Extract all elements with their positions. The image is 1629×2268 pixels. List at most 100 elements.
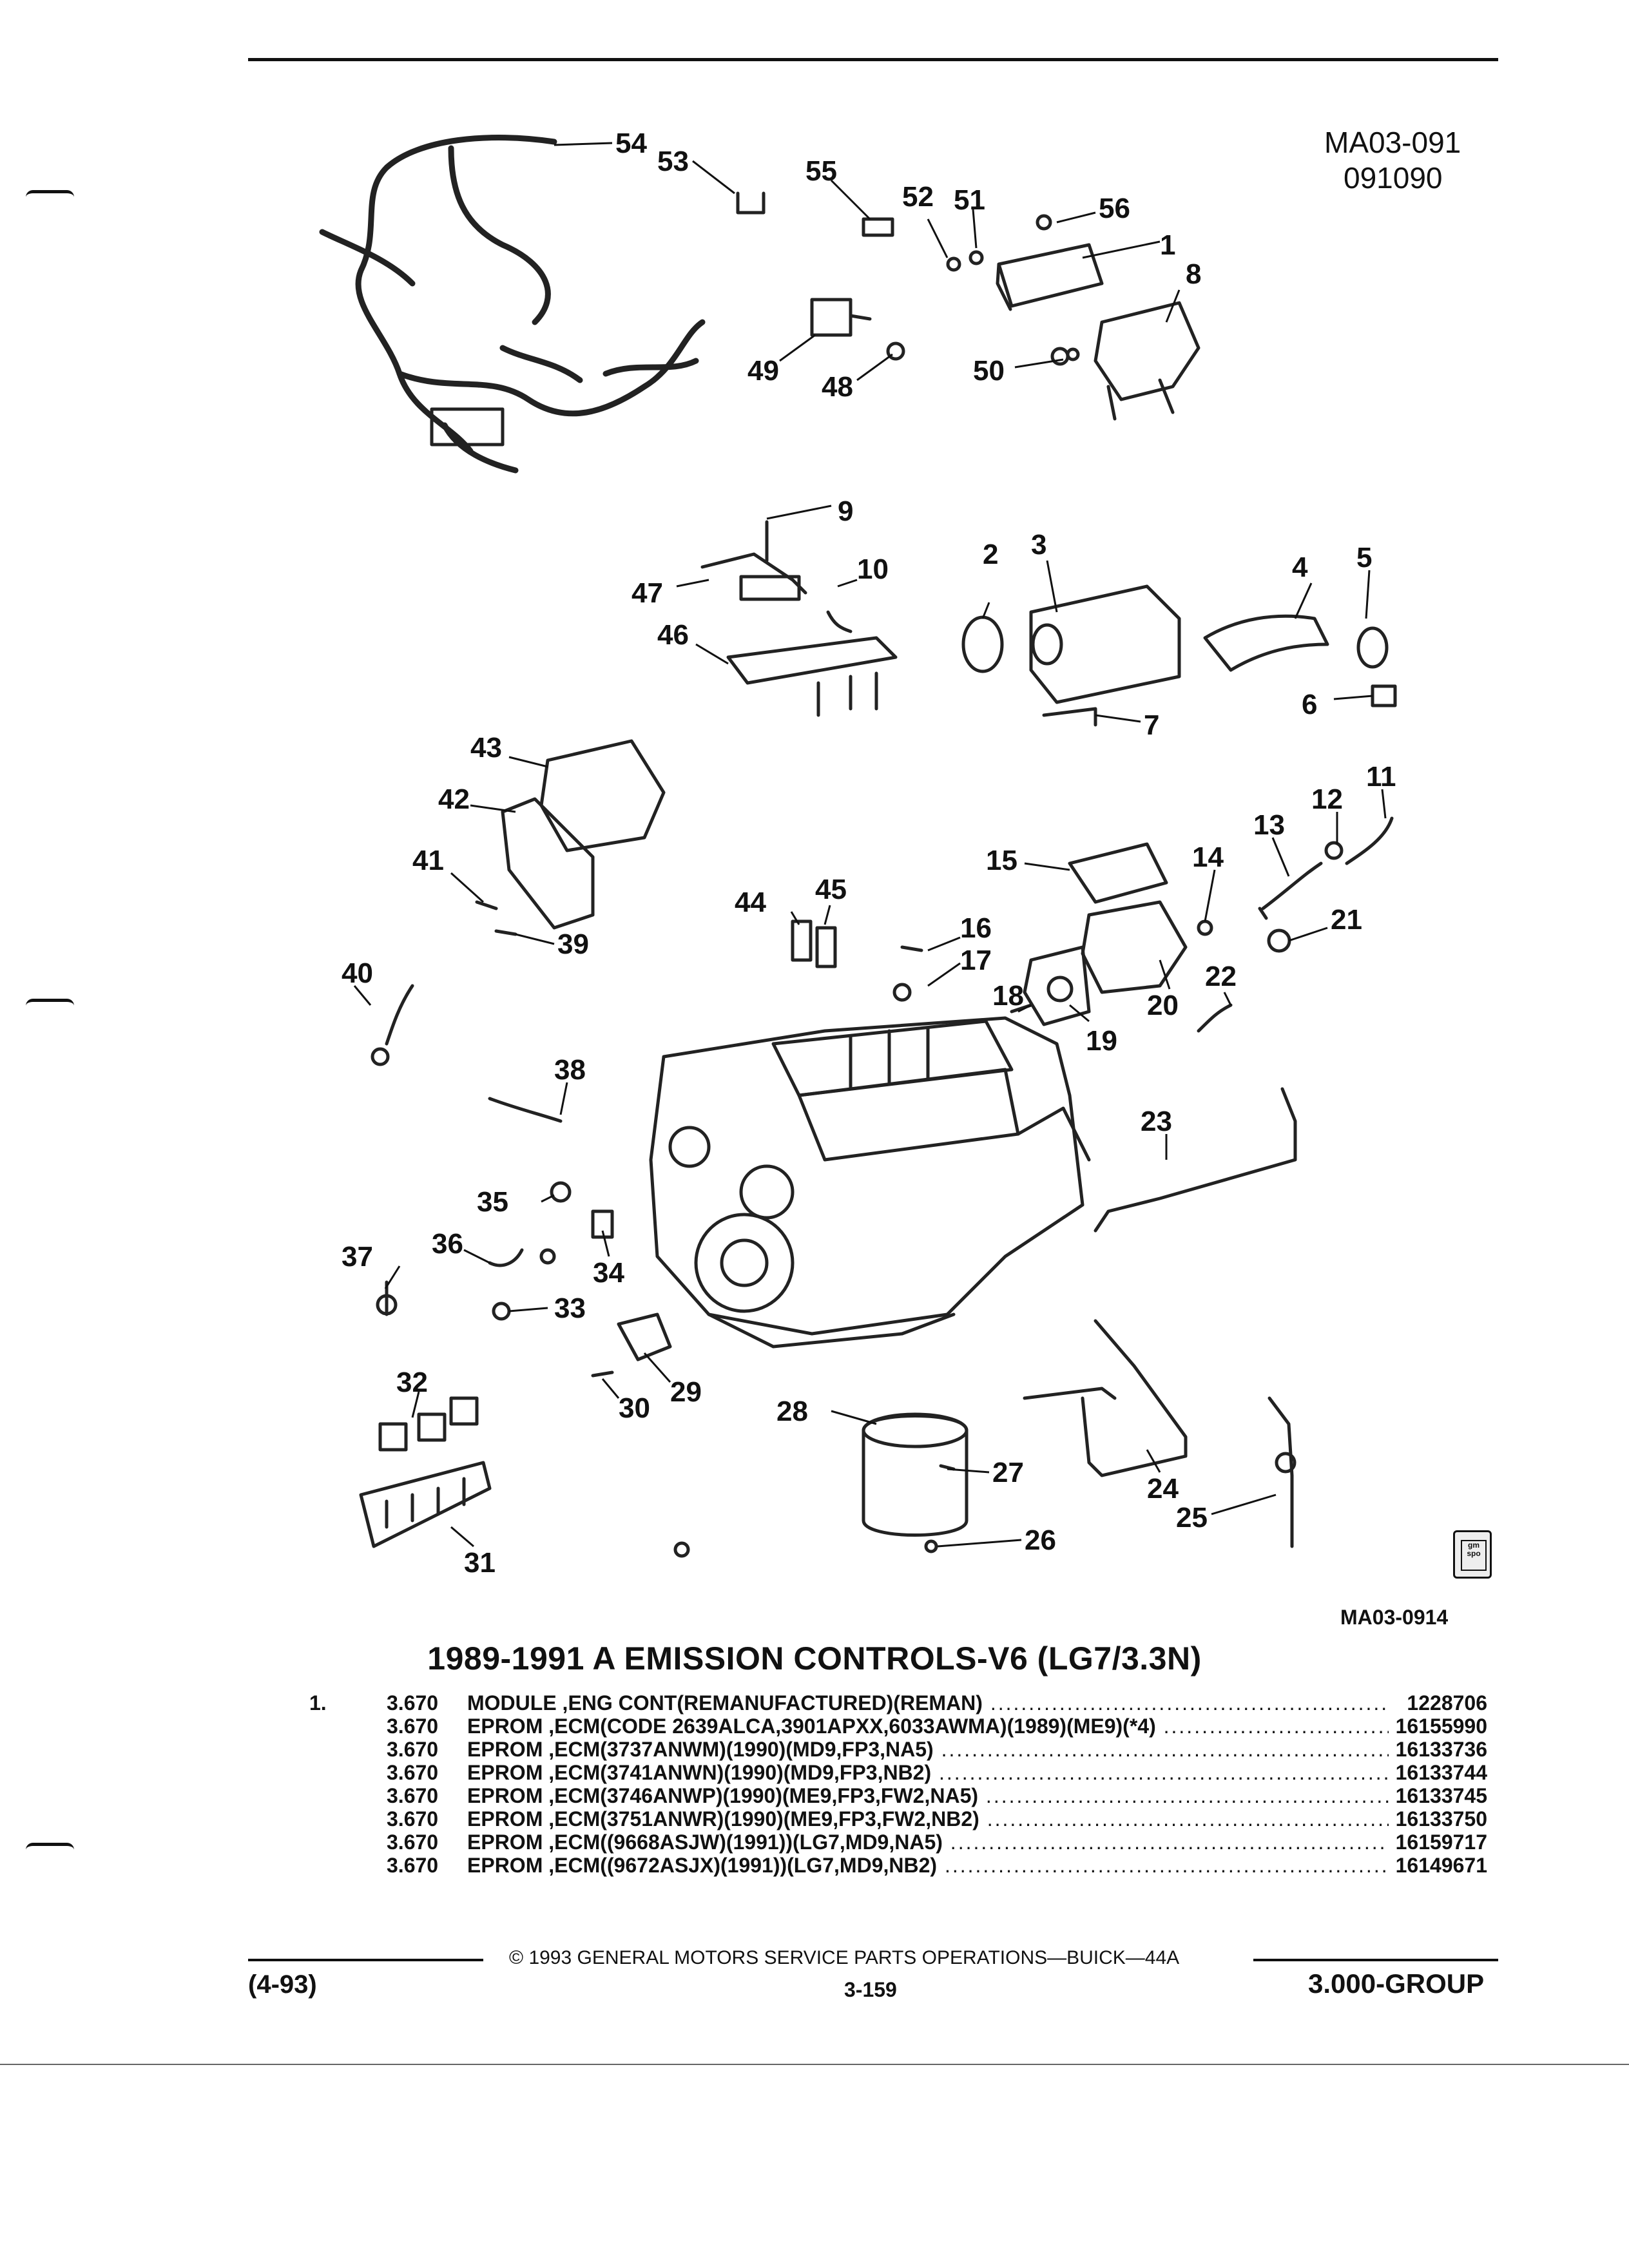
callout-23: 23: [1141, 1106, 1172, 1137]
part-description: EPROM ,ECM(3741ANWN)(1990)(MD9,FP3,NB2) …: [467, 1761, 1389, 1785]
part-number: 16155990: [1395, 1715, 1487, 1738]
gm-spo-logo-text: gm spo: [1461, 1540, 1487, 1571]
callout-6: 6: [1302, 689, 1317, 720]
callout-8: 8: [1186, 258, 1201, 290]
callout-18: 18: [992, 980, 1024, 1012]
page-title: 1989-1991 A EMISSION CONTROLS-V6 (LG7/3.…: [427, 1640, 1202, 1677]
parts-list-row: 3.670 EPROM ,ECM(CODE 2639ALCA,3901APXX,6…: [0, 1715, 1629, 1738]
part-name: EPROM: [467, 1761, 543, 1784]
callout-46: 46: [657, 619, 689, 651]
dot-leader: ........................................…: [950, 1831, 1389, 1854]
parts-list-row: 3.670 EPROM ,ECM(3741ANWN)(1990)(MD9,FP3,…: [0, 1761, 1629, 1784]
callout-33: 33: [554, 1293, 586, 1324]
item-number: 1.: [309, 1691, 327, 1715]
part-number: 16159717: [1395, 1831, 1487, 1854]
callout-15: 15: [986, 845, 1017, 876]
part-detail: ,ECM(3746ANWP)(1990)(ME9,FP3,FW2,NA5): [548, 1784, 979, 1807]
part-description: EPROM ,ECM((9668ASJW)(1991))(LG7,MD9,NA5…: [467, 1831, 1389, 1854]
callout-43: 43: [470, 732, 502, 764]
group-number: 3.670: [387, 1854, 439, 1877]
callout-41: 41: [412, 845, 444, 876]
callout-21: 21: [1331, 904, 1362, 936]
part-name: EPROM: [467, 1854, 543, 1877]
callout-24: 24: [1147, 1473, 1179, 1504]
callout-29: 29: [670, 1376, 702, 1408]
callout-51: 51: [954, 184, 985, 216]
group-number: 3.670: [387, 1738, 439, 1761]
footer-rule-left: [248, 1959, 483, 1961]
callout-3: 3: [1031, 529, 1046, 561]
binder-mark: [26, 1843, 74, 1850]
part-name: EPROM: [467, 1784, 543, 1807]
callout-13: 13: [1253, 809, 1285, 841]
header-rule: [248, 58, 1498, 61]
callout-45: 45: [815, 874, 847, 905]
callout-28: 28: [776, 1396, 808, 1427]
dot-leader: ........................................…: [990, 1691, 1389, 1715]
part-description: EPROM ,ECM(3737ANWM)(1990)(MD9,FP3,NA5) …: [467, 1738, 1389, 1762]
part-name: EPROM: [467, 1738, 543, 1761]
part-name: EPROM: [467, 1807, 543, 1831]
dot-leader: ........................................…: [939, 1761, 1389, 1784]
callout-52: 52: [902, 181, 934, 213]
callout-32: 32: [396, 1367, 428, 1398]
callout-16: 16: [960, 912, 992, 944]
callout-22: 22: [1205, 961, 1237, 992]
exploded-parts-diagram: 54 53 55 52 51 56 1 8 49 48 50 9 10 47 4…: [319, 128, 1397, 1579]
part-description: EPROM ,ECM((9672ASJX)(1991))(LG7,MD9,NB2…: [467, 1854, 1389, 1878]
wiring-harness-drawing: [319, 135, 706, 474]
parts-list-row: 3.670 EPROM ,ECM(3751ANWR)(1990)(ME9,FP3,…: [0, 1807, 1629, 1831]
footer-rule-right: [1253, 1959, 1498, 1961]
engine-drawing: [649, 1016, 1091, 1349]
callout-1: 1: [1160, 229, 1175, 261]
callout-4: 4: [1292, 552, 1308, 583]
part-detail: ,ECM(3751ANWR)(1990)(ME9,FP3,FW2,NB2): [548, 1807, 979, 1831]
callout-42: 42: [438, 783, 470, 815]
part-number: 16133745: [1395, 1784, 1487, 1807]
part-number: 16149671: [1395, 1854, 1487, 1877]
revision-date: (4-93): [248, 1970, 317, 1999]
part-number: 16133736: [1395, 1738, 1487, 1761]
parts-list-row: 3.670 EPROM ,ECM((9672ASJX)(1991))(LG7,MD…: [0, 1854, 1629, 1877]
callout-36: 36: [432, 1228, 463, 1260]
callout-49: 49: [747, 355, 779, 387]
callout-40: 40: [342, 957, 373, 989]
dot-leader: ........................................…: [944, 1854, 1389, 1877]
callout-11: 11: [1366, 761, 1396, 793]
callout-20: 20: [1147, 990, 1179, 1021]
group-number: 3.670: [387, 1715, 439, 1738]
copyright-text: © 1993 GENERAL MOTORS SERVICE PARTS OPER…: [509, 1947, 1180, 1968]
group-label: 3.000-GROUP: [1308, 1968, 1485, 1999]
part-description: EPROM ,ECM(CODE 2639ALCA,3901APXX,6033AW…: [467, 1715, 1389, 1738]
callout-19: 19: [1086, 1025, 1117, 1057]
illustration-code-bottom: MA03-0914: [1340, 1606, 1449, 1629]
callout-50: 50: [973, 355, 1005, 387]
callout-14: 14: [1192, 841, 1224, 873]
dot-leader: ........................................…: [1163, 1715, 1389, 1738]
part-name: EPROM: [467, 1831, 543, 1854]
group-number: 3.670: [387, 1831, 439, 1854]
binder-mark: [26, 999, 74, 1006]
callout-25: 25: [1176, 1502, 1208, 1533]
callout-54: 54: [615, 128, 647, 159]
callout-26: 26: [1025, 1524, 1056, 1556]
callout-44: 44: [735, 887, 766, 918]
callout-10: 10: [857, 553, 889, 585]
part-name: MODULE: [467, 1691, 557, 1715]
callout-9: 9: [838, 495, 853, 527]
callout-35: 35: [477, 1186, 508, 1218]
dot-leader: ........................................…: [987, 1807, 1389, 1831]
group-number: 3.670: [387, 1761, 439, 1784]
illustration-date: 091090: [1344, 161, 1443, 195]
dot-leader: ........................................…: [985, 1784, 1389, 1807]
callout-47: 47: [631, 577, 663, 609]
part-description: EPROM ,ECM(3751ANWR)(1990)(ME9,FP3,FW2,N…: [467, 1807, 1389, 1831]
gm-spo-logo: gm spo: [1453, 1530, 1492, 1579]
group-number: 3.670: [387, 1807, 439, 1831]
callout-5: 5: [1356, 542, 1372, 573]
part-detail: ,ECM((9668ASJW)(1991))(LG7,MD9,NA5): [548, 1831, 943, 1854]
part-number: 16133744: [1395, 1761, 1487, 1784]
parts-list-row: 3.670 EPROM ,ECM(3737ANWM)(1990)(MD9,FP3,…: [0, 1738, 1629, 1761]
callout-34: 34: [593, 1257, 624, 1289]
group-number: 3.670: [387, 1784, 439, 1807]
